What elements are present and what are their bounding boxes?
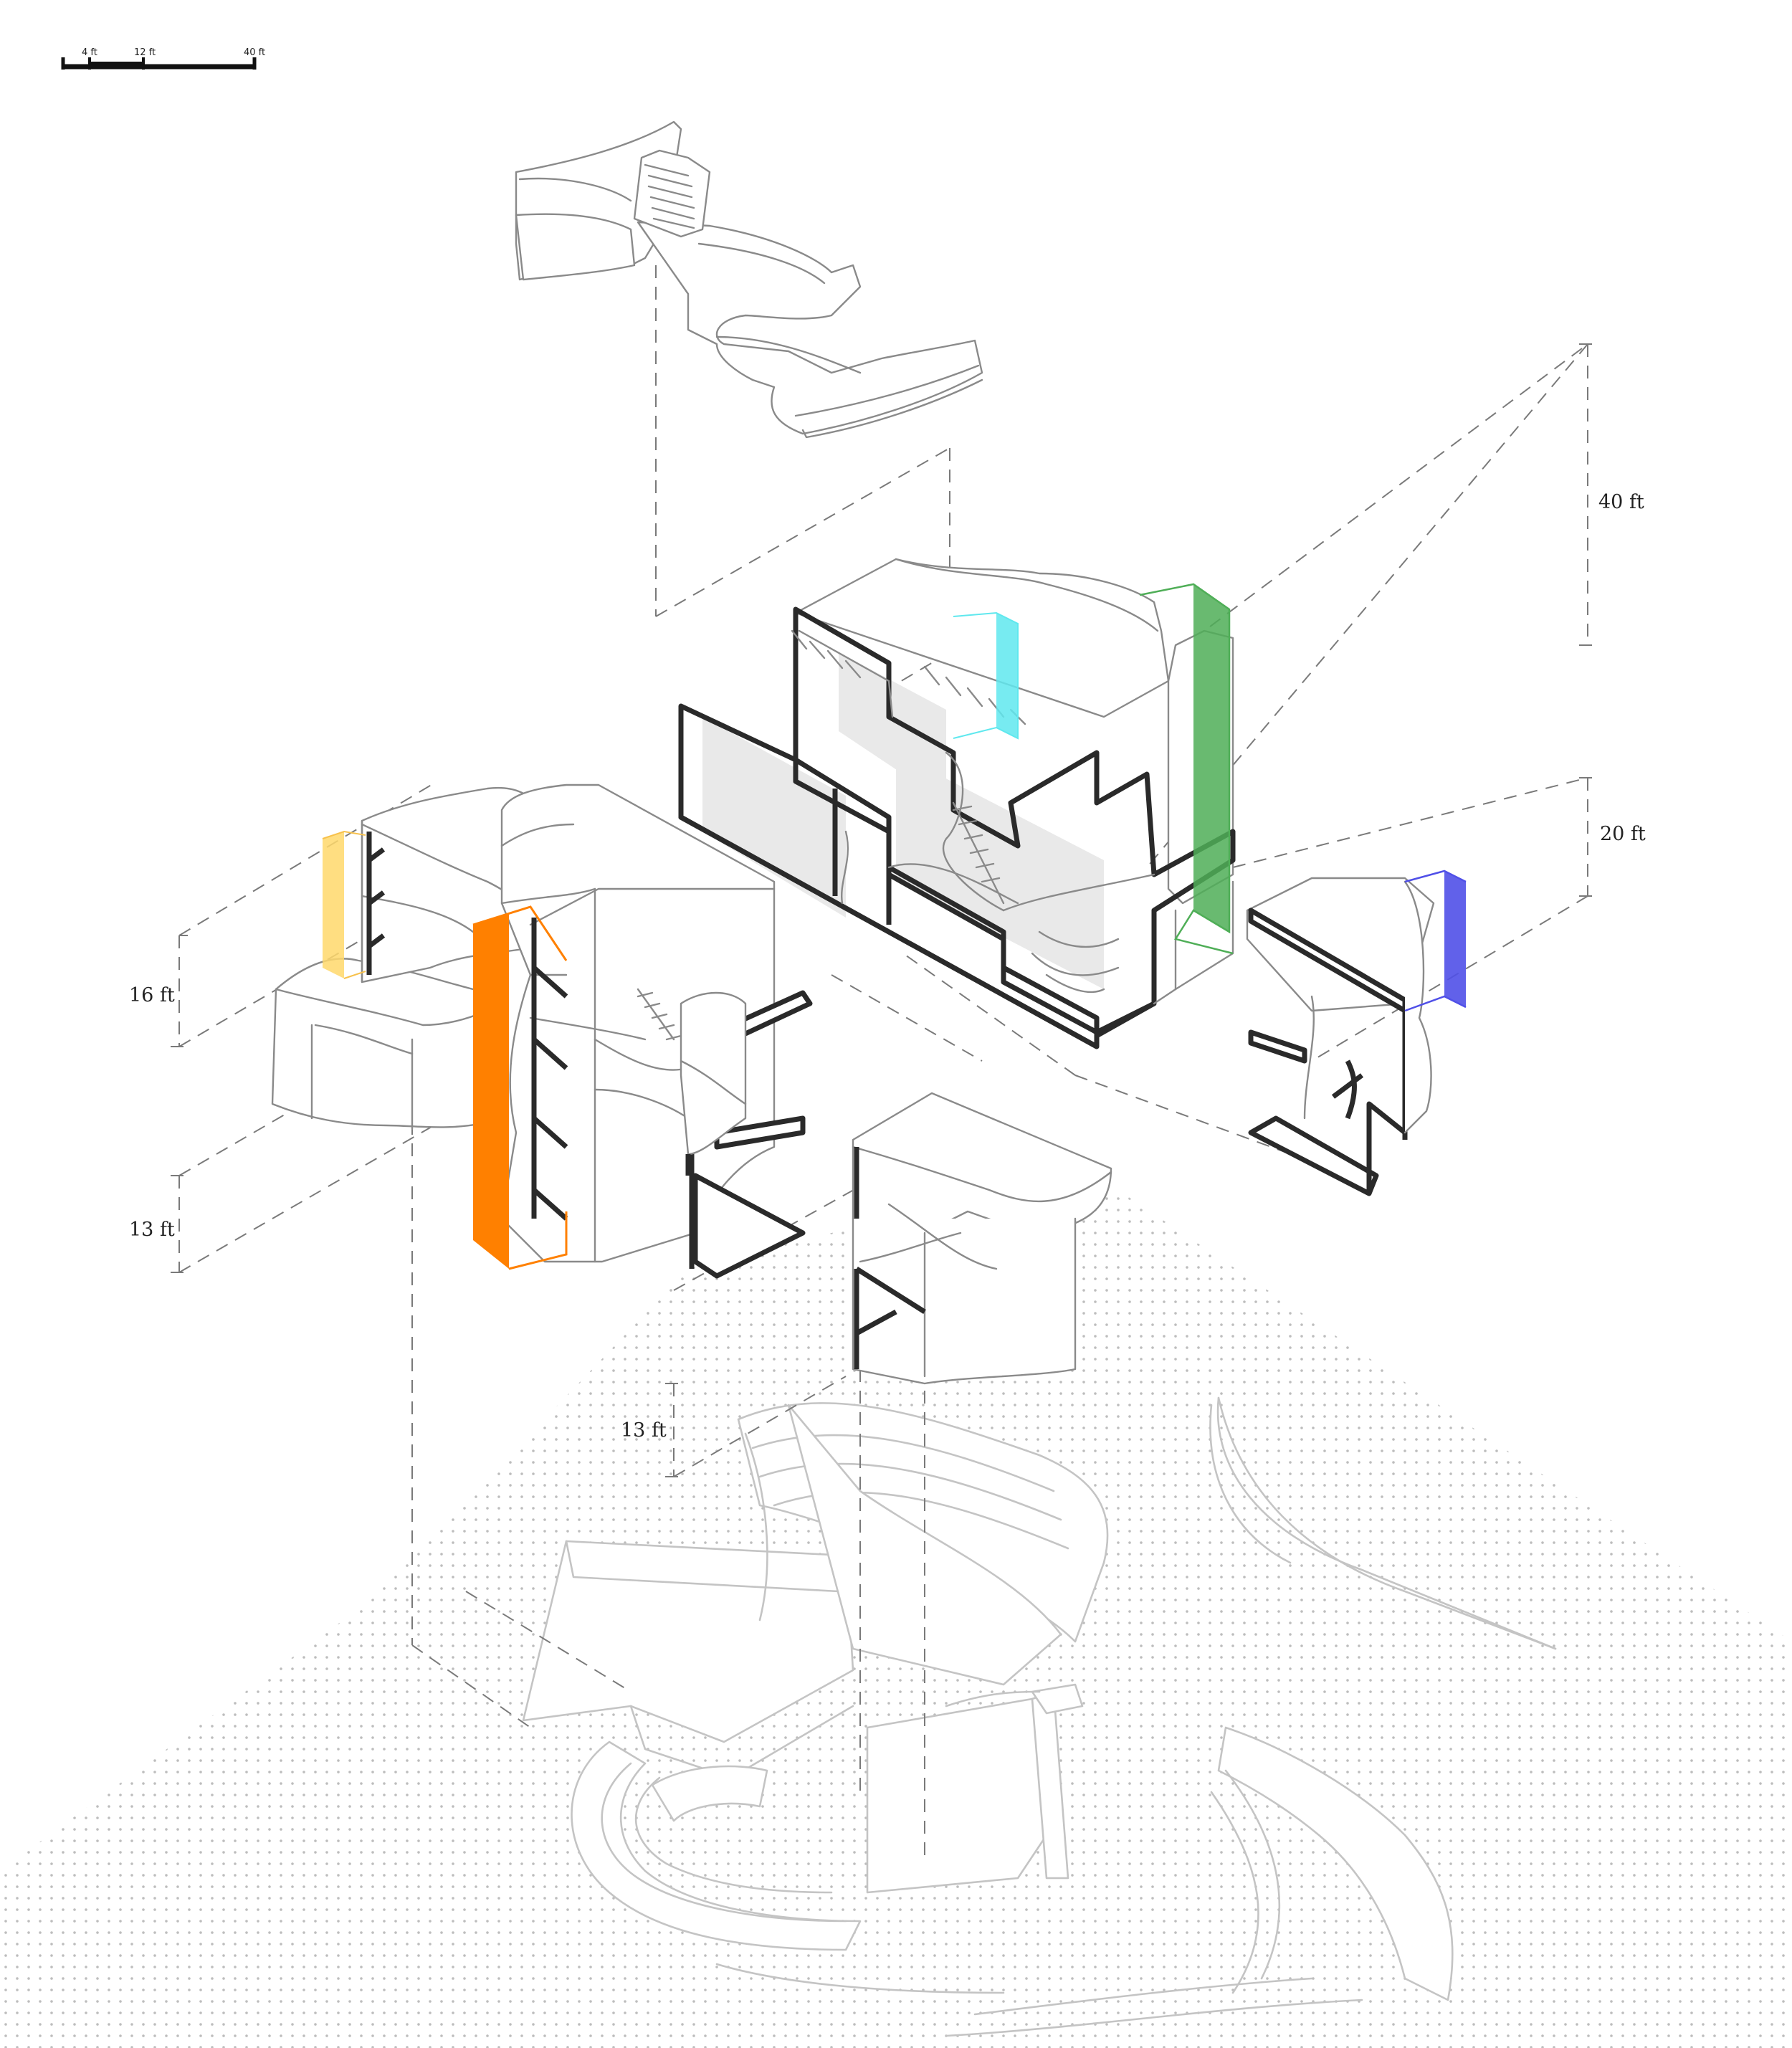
dimension-16ft-label: 16 ft bbox=[129, 984, 175, 1006]
scale-label-12ft: 12 ft bbox=[134, 47, 156, 58]
left-volume bbox=[271, 784, 813, 1279]
roof-slab bbox=[515, 120, 983, 439]
dimension-20ft-label: 20 ft bbox=[1600, 823, 1646, 845]
orange-core bbox=[473, 914, 509, 1269]
right-volume bbox=[1246, 870, 1467, 1196]
dashed-projection-lines bbox=[178, 265, 1588, 1857]
dimension-ticks bbox=[171, 343, 1596, 1477]
scale-bar-icon bbox=[61, 57, 257, 70]
front-volume bbox=[852, 1092, 1112, 1385]
scale-label-40ft: 40 ft bbox=[244, 47, 266, 58]
dimension-13ft-front-label: 13 ft bbox=[621, 1419, 667, 1442]
scale-label-4ft: 4 ft bbox=[82, 47, 97, 58]
green-panel bbox=[1193, 584, 1229, 932]
central-gallery-volume bbox=[678, 558, 1236, 1049]
blue-panel bbox=[1444, 871, 1466, 1007]
dimension-40ft-label: 40 ft bbox=[1598, 491, 1644, 513]
dimension-13ft-left-label: 13 ft bbox=[129, 1219, 175, 1241]
cyan-panel bbox=[996, 613, 1018, 738]
yellow-panel bbox=[323, 832, 344, 978]
